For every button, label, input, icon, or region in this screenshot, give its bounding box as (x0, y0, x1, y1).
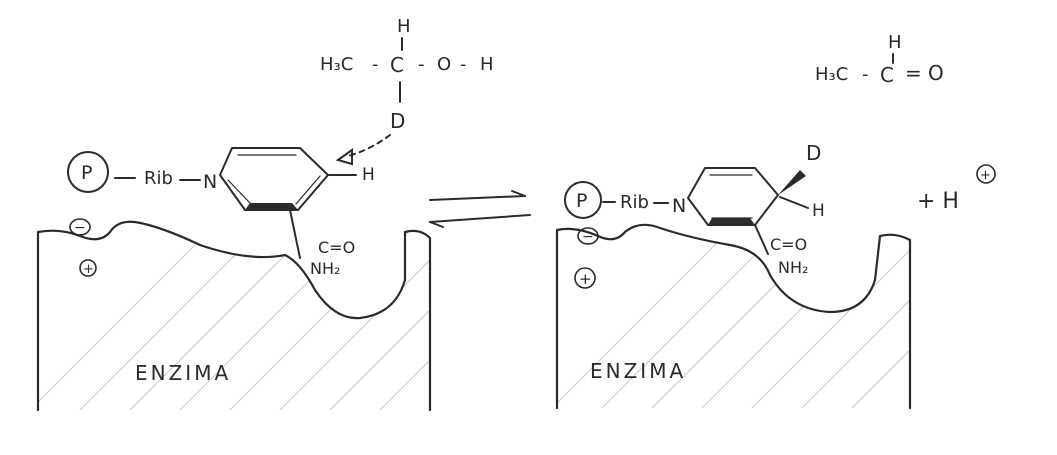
right-oxygen-label: O (928, 61, 944, 85)
svg-text:+: + (579, 270, 592, 288)
right-amide-o: C=O (770, 235, 807, 254)
right-dihydro-ring: D H C=O NH₂ (687, 141, 825, 277)
svg-text:−: − (582, 229, 594, 245)
right-amide-nh2: NH₂ (778, 258, 808, 277)
right-phosphate-label: P (576, 190, 587, 212)
right-nitrogen-label: N (672, 195, 686, 217)
right-carbonyl-carbon: C (880, 63, 894, 87)
right-ribose-label: Rib (620, 192, 649, 213)
left-enzyme-hatching (38, 221, 430, 410)
equilibrium-arrows (429, 190, 531, 228)
right-plus-charge: + (574, 267, 596, 289)
proton-label: + H (917, 189, 959, 214)
svg-text:=: = (905, 61, 922, 85)
svg-text:-: - (418, 54, 425, 75)
left-enzyme-block: ENZIMA (36, 220, 432, 412)
left-plus-charge: + (79, 259, 97, 277)
left-top-h: H (397, 16, 411, 37)
right-top-h: H (888, 32, 902, 53)
left-amide-nh2: NH₂ (310, 259, 340, 278)
right-ring-h: H (812, 201, 825, 221)
left-deuterium-label: D (390, 109, 405, 133)
left-phosphate-group: P Rib N (67, 151, 217, 193)
left-nicotinamide-ring: H C=O NH₂ (219, 147, 375, 278)
right-phosphate-group: P Rib N (564, 181, 686, 219)
right-deuterium-label: D (806, 141, 821, 165)
left-minus-charge: − (69, 218, 91, 236)
right-product-acetaldehyde: H₃C - C = O H (815, 32, 944, 87)
svg-text:+: + (83, 262, 94, 277)
left-phosphate-label: P (81, 162, 92, 184)
left-enzyme-label: ENZIMA (135, 361, 231, 385)
proton-charge: + (980, 168, 991, 183)
svg-text:−: − (74, 220, 86, 236)
left-ring-h: H (362, 165, 375, 185)
svg-text:-: - (862, 64, 869, 85)
right-minus-charge: − (577, 227, 599, 245)
left-methyl-label: H₃C (320, 54, 353, 75)
left-hydroxyl-h: H (480, 54, 494, 75)
left-nitrogen-label: N (203, 171, 217, 193)
left-carbinol-carbon: C (390, 53, 404, 77)
right-methyl-label: H₃C (815, 64, 848, 85)
right-enzyme-label: ENZIMA (590, 359, 686, 383)
svg-text:-: - (372, 54, 379, 75)
left-substrate-ethanol: H₃C - C - O - H H D (320, 16, 494, 166)
left-amide-o: C=O (318, 238, 355, 257)
left-oxygen-label: O (437, 54, 451, 75)
left-ribose-label: Rib (144, 168, 173, 189)
released-proton: + H + (917, 164, 996, 214)
svg-text:-: - (460, 54, 467, 75)
